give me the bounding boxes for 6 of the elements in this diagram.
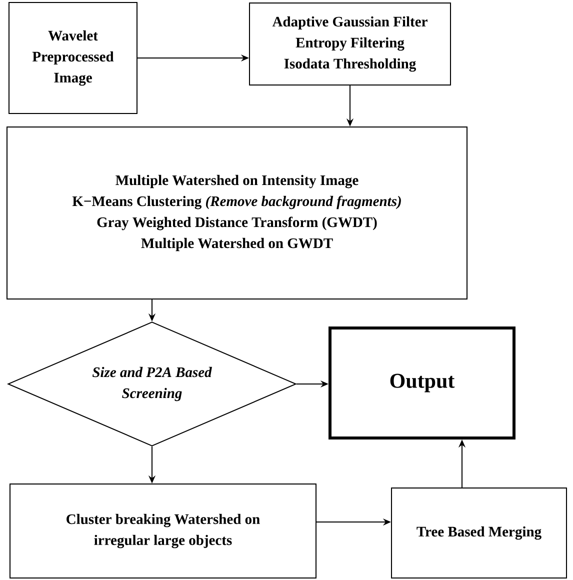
process-box: Multiple Watershed on Intensity Image K−Means Clustering (Remove background fragments) Gray Weighted Distance Transform (GWDT) Multiple Watershed on GWDT — [6, 126, 468, 300]
process-box: Cluster breaking Watershed on irregular large objects — [10, 484, 316, 578]
process-box: Wavelet Preprocessed Image — [8, 2, 138, 114]
process-box: Adaptive Gaussian Filter Entropy Filtering Isodata Thresholding — [249, 2, 451, 86]
process-box: Tree Based Merging — [391, 488, 567, 578]
output-box: Output — [328, 326, 516, 440]
